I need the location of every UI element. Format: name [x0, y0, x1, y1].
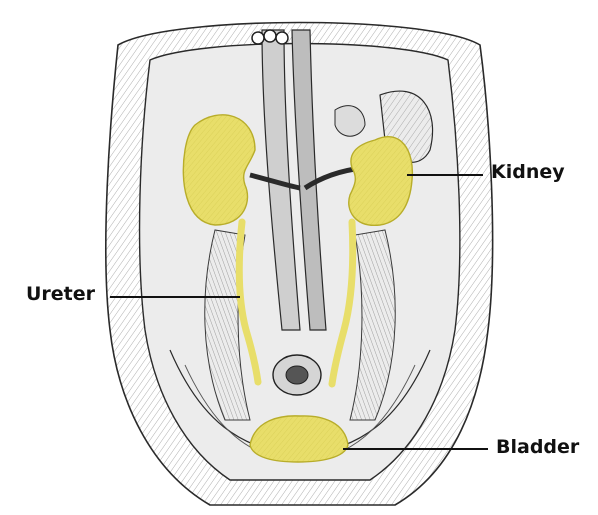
- left-kidney: [183, 115, 255, 225]
- right-kidney: [349, 137, 413, 226]
- bladder: [250, 416, 348, 462]
- bladder-label: Bladder: [496, 438, 579, 457]
- kidney-label: Kidney: [491, 163, 565, 182]
- ureter-label: Ureter: [26, 285, 95, 304]
